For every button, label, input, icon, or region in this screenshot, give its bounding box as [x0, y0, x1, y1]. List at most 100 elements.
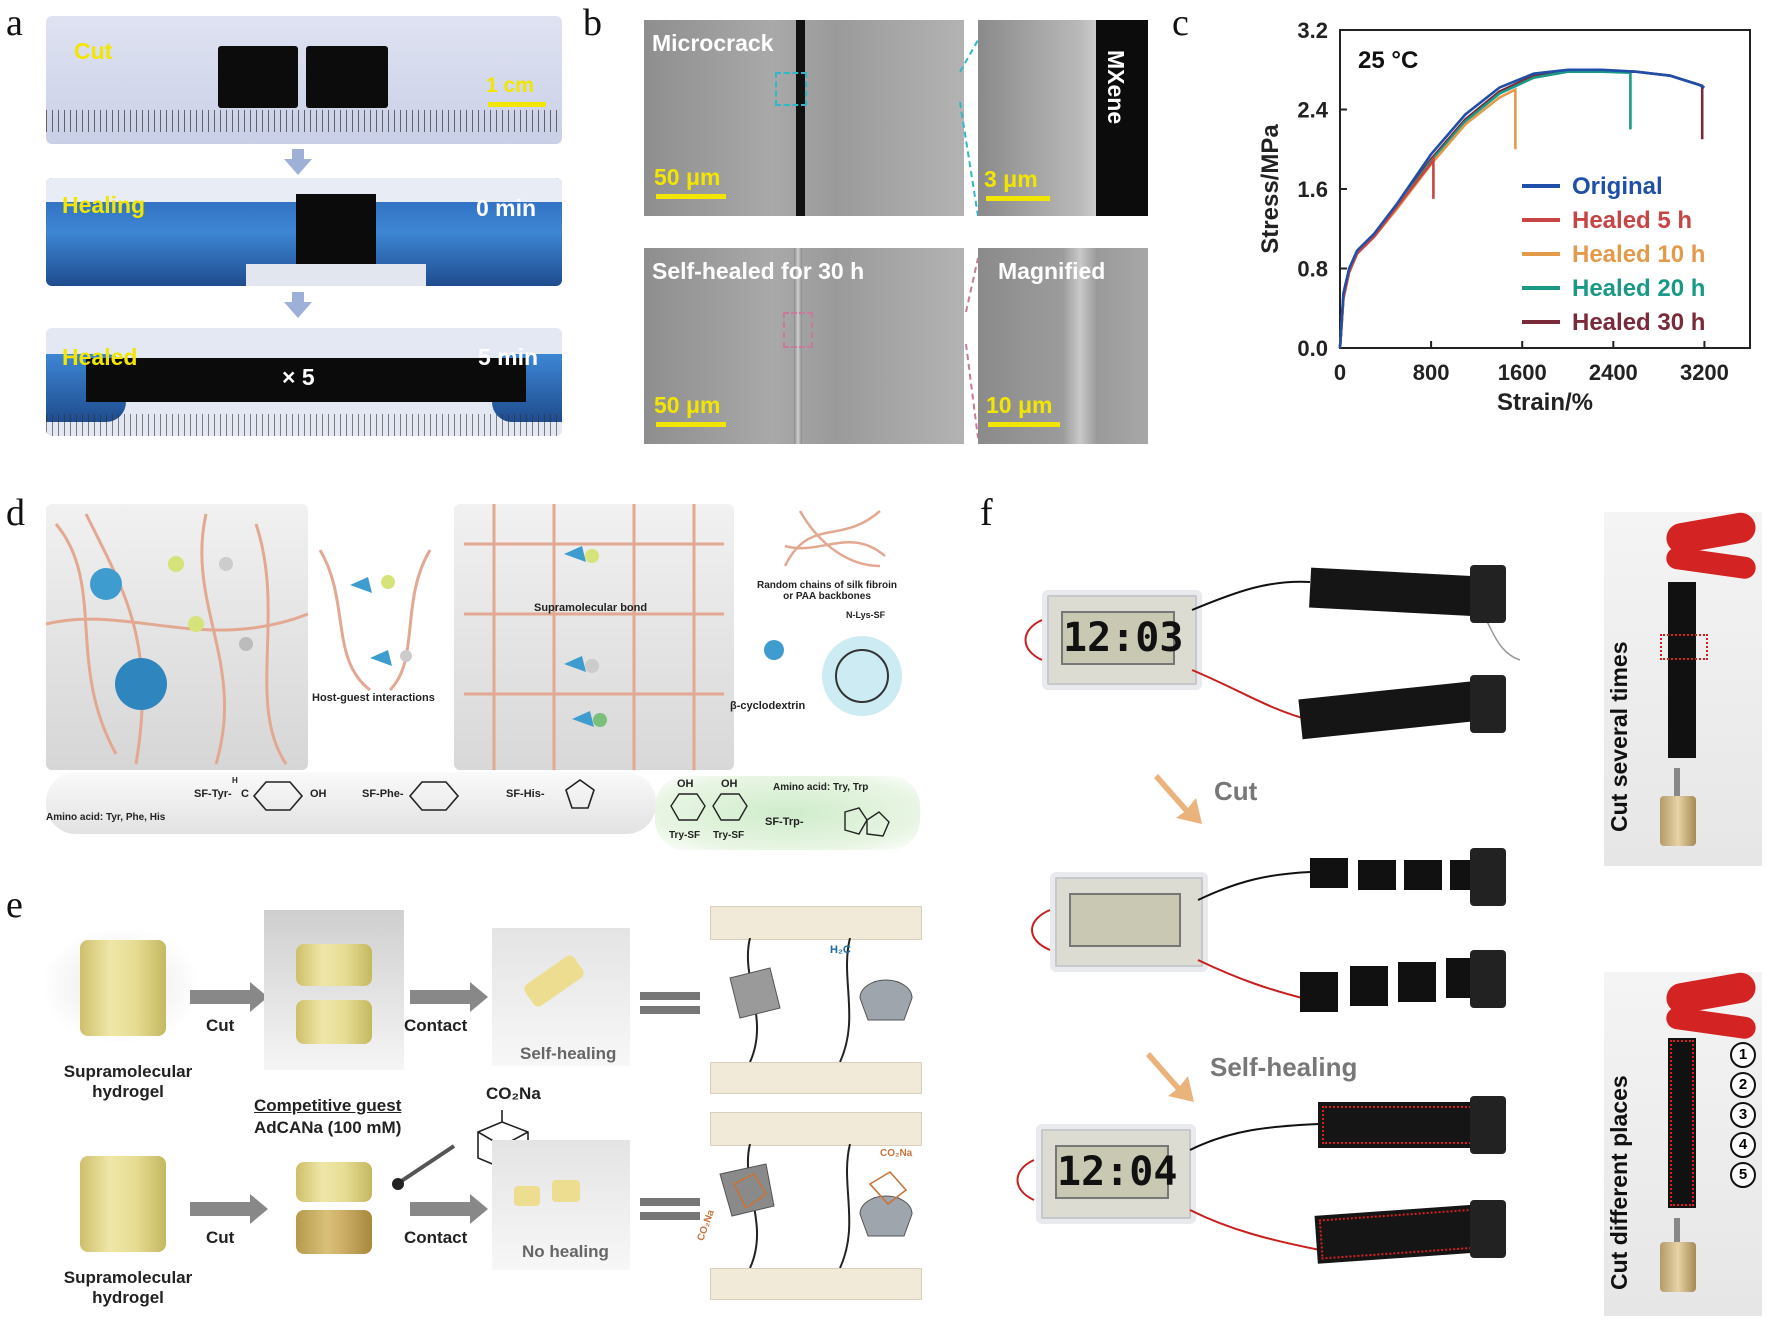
- amino-label-2: Amino acid: Try, Trp: [773, 782, 869, 793]
- oh-1: OH: [677, 778, 694, 790]
- down-arrow-icon: [284, 302, 312, 318]
- guest-icon: [585, 659, 599, 673]
- guest-icon: [585, 549, 599, 563]
- hanging-photo-1: Cut several times: [1604, 510, 1762, 866]
- sem-microcrack: Microcrack 50 μm: [644, 20, 964, 216]
- cut-label-f: Cut: [1214, 776, 1258, 806]
- zoom-box-2: [783, 312, 813, 348]
- weight-icon: [1660, 1242, 1696, 1292]
- guest-icon: [219, 557, 233, 571]
- legend-entry: Healed 10 h: [1572, 241, 1705, 268]
- equals-bottom: [640, 1006, 700, 1014]
- guest-icon: [400, 650, 412, 662]
- cyclodextrin-icon: [859, 979, 913, 1021]
- zoom-line: [965, 257, 979, 313]
- crack-line: [796, 20, 805, 216]
- random-chains-drawing: [783, 510, 886, 568]
- phe-label: SF-Phe-: [362, 788, 404, 800]
- ring: [565, 779, 595, 809]
- contact-label-e2: Contact: [404, 1228, 468, 1247]
- y-tick-label: 0.8: [1297, 257, 1328, 282]
- mxene-layer: [1096, 20, 1148, 216]
- scale-50um-a: 50 μm: [654, 164, 721, 190]
- cone-icon: [350, 577, 372, 593]
- cut-piece: [1350, 966, 1388, 1006]
- host-guest-drawing: [318, 549, 432, 692]
- x-tick-label: 1600: [1498, 360, 1547, 385]
- hydrogel-top-half-2: [296, 1162, 372, 1202]
- cut-label-e2: Cut: [206, 1228, 235, 1247]
- plate-bottom: [710, 1062, 922, 1094]
- down-arrow-icon: [284, 159, 312, 175]
- ring: [408, 781, 460, 811]
- guest-icon: [381, 575, 395, 589]
- mxene-label: MXene: [1103, 50, 1129, 125]
- cut-piece: [1398, 962, 1436, 1002]
- cut-sample-right: [306, 46, 388, 108]
- trysf-1: Try-SF: [669, 830, 701, 841]
- clamp-icon: [1664, 1005, 1758, 1041]
- ruler-bottom: [246, 264, 426, 286]
- cone-icon: [370, 650, 392, 666]
- clock-device-2: [1050, 872, 1208, 972]
- adcana-label: AdCANa (100 mM): [254, 1118, 402, 1137]
- binder-clip-icon: [1470, 565, 1506, 623]
- amino-label-1: Amino acid: Tyr, Phe, His: [46, 812, 166, 823]
- co2na-label: CO₂Na: [486, 1084, 541, 1103]
- h2-tyr: H: [232, 776, 238, 785]
- network-box-2: Supramolecular bond: [454, 504, 734, 770]
- healed-gel: [521, 953, 587, 1009]
- supra-bond-label: Supramolecular bond: [534, 602, 648, 614]
- network-drawing-1: [45, 513, 309, 765]
- time-0-label: 0 min: [476, 195, 537, 221]
- trp-label: SF-Trp-: [765, 816, 804, 828]
- noheal-label: No healing: [522, 1242, 609, 1261]
- cyclodextrin-icon: [859, 1195, 913, 1237]
- sem-magnified: Magnified 10 μm: [978, 248, 1148, 444]
- ring: [670, 793, 706, 821]
- oh-2: OH: [721, 778, 738, 790]
- arrow-stem: [292, 149, 304, 159]
- equals-bottom-2: [640, 1212, 700, 1220]
- weight-icon: [1660, 796, 1696, 846]
- stretch-factor: × 5: [282, 364, 315, 390]
- h2c-label: H₂C: [830, 944, 851, 956]
- wire-black: [1189, 1123, 1321, 1151]
- wires-2: [1031, 871, 1311, 1001]
- cut-photo: Cut 1 cm: [46, 16, 562, 144]
- clock-display-2: 12:04: [1055, 1145, 1177, 1199]
- cut-label-e1: Cut: [206, 1016, 235, 1035]
- scale-bar-b1: [656, 194, 726, 199]
- arrow-shape: [1146, 1052, 1194, 1102]
- legend-entry: Healed 5 h: [1572, 207, 1692, 234]
- tyr-label: SF-Tyr-: [194, 788, 232, 800]
- supra-hydrogel-label-2: Supramolecular hydrogel: [63, 1268, 193, 1307]
- place-1: 1: [1730, 1042, 1756, 1068]
- zoom-line: [959, 101, 979, 217]
- place-5: 5: [1730, 1162, 1756, 1188]
- selfheal-arrow-icon: [1146, 1052, 1194, 1102]
- wire-red-short: [1024, 619, 1043, 661]
- arrow-right-icon: [190, 982, 268, 1012]
- hanging-strip: [1668, 582, 1696, 758]
- clock-device-1: 12:03: [1042, 590, 1202, 690]
- cut-different-label: Cut different places: [1606, 1075, 1632, 1290]
- ring: [712, 793, 748, 821]
- plate-bottom-2: [710, 1268, 922, 1300]
- host-guest-label: Host-guest interactions: [312, 692, 435, 704]
- healed-strip-1: [1318, 1102, 1478, 1148]
- selfheal-label-f: Self-healing: [1210, 1052, 1358, 1082]
- cut-piece: [1310, 858, 1348, 888]
- contact-label-e1: Contact: [404, 1016, 468, 1035]
- panel-label-a: a: [6, 2, 23, 44]
- sem-mxene: MXene 3 μm: [978, 20, 1148, 216]
- place-3: 3: [1730, 1102, 1756, 1128]
- cyclodextrin-icon: [115, 658, 167, 710]
- gel-piece: [552, 1180, 580, 1202]
- indole-trp: [844, 807, 890, 837]
- selfheal-photo: Self-healing: [492, 928, 630, 1066]
- ring: [844, 807, 868, 835]
- x-tick-label: 2400: [1589, 360, 1638, 385]
